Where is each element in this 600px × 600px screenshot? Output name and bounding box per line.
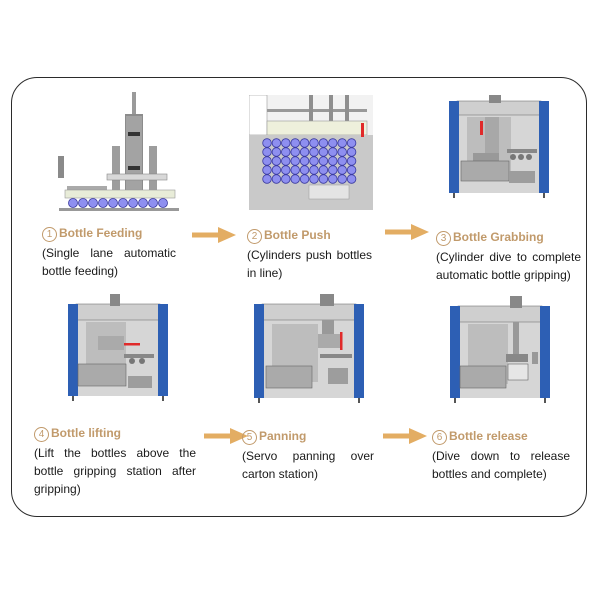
bottle-icon: [281, 165, 291, 175]
bottle-icon: [281, 174, 291, 184]
release-station-illustration: [450, 296, 550, 403]
bottle-icon: [337, 165, 347, 175]
bottle-icon: [271, 165, 282, 175]
bottle-icon: [309, 138, 319, 148]
bottle-icon: [328, 174, 338, 184]
step-description: (Servo panning over carton station): [242, 449, 374, 481]
bottle-icon: [290, 165, 300, 175]
bottle-icon: [309, 165, 319, 175]
bottle-icon: [262, 138, 272, 148]
bottle-icon: [262, 174, 272, 184]
bottle-icon: [346, 174, 357, 184]
step-number-badge: 4: [34, 427, 49, 442]
step-number-badge: 1: [42, 227, 57, 242]
bottle-icon: [290, 174, 300, 184]
bottle-icon: [337, 174, 347, 184]
bottle-icon: [309, 156, 319, 166]
bottle-icon: [290, 147, 300, 157]
bottle-icon: [337, 156, 347, 166]
single-lane-feeder-illustration: [58, 92, 179, 211]
bottle-icon: [328, 165, 338, 175]
step-description: (Cylinder dive to complete automatic bot…: [436, 250, 581, 282]
bottle-icon: [299, 165, 310, 175]
bottle-icon: [337, 147, 347, 157]
bottle-icon: [271, 174, 282, 184]
step-number-badge: 2: [247, 229, 262, 244]
bottle-icon: [262, 165, 272, 175]
bottle-icon: [346, 156, 357, 166]
panning-station-illustration: [254, 294, 364, 403]
bottle-icon: [309, 174, 319, 184]
bottle-icon: [299, 156, 310, 166]
bottle-icon: [271, 138, 282, 148]
arrow-right-icon: [383, 428, 427, 444]
step-number-badge: 3: [436, 231, 451, 246]
bottle-icon: [318, 138, 329, 148]
step-number-badge: 6: [432, 430, 447, 445]
bottle-icon: [262, 147, 272, 157]
step-description: (Dive down to release bottles and comple…: [432, 449, 570, 481]
bottle-icon: [346, 147, 357, 157]
step-description: (Single lane automatic bottle feeding): [42, 246, 176, 278]
bottle-icon: [290, 156, 300, 166]
step-description: (Lift the bottles above the bottle gripp…: [34, 446, 196, 496]
process-frame: [11, 77, 587, 517]
bottle-icon: [346, 165, 357, 175]
arrow-right-icon: [385, 224, 429, 240]
bottle-icon: [271, 156, 282, 166]
step-number-badge: 5: [242, 430, 257, 445]
bottle-icon: [328, 138, 338, 148]
bottle-icon: [262, 156, 272, 166]
bottle-icon: [281, 156, 291, 166]
lifting-station-illustration: [68, 294, 168, 401]
bottle-push-grid-illustration: [249, 95, 373, 210]
bottle-icon: [318, 147, 329, 157]
arrow-right-icon: [192, 227, 236, 243]
arrow-right-icon: [204, 428, 248, 444]
bottle-icon: [281, 147, 291, 157]
bottle-icon: [290, 138, 300, 148]
bottle-icon: [328, 156, 338, 166]
bottle-icon: [299, 147, 310, 157]
step-description: (Cylinders push bottles in line): [247, 248, 372, 280]
bottle-icon: [328, 147, 338, 157]
bottle-icon: [299, 138, 310, 148]
bottle-icon: [318, 156, 329, 166]
bottle-icon: [337, 138, 347, 148]
bottle-icon: [309, 147, 319, 157]
bottle-icon: [281, 138, 291, 148]
bottle-icon: [271, 147, 282, 157]
bottle-icon: [318, 174, 329, 184]
bottle-icon: [346, 138, 357, 148]
bottle-icon: [299, 174, 310, 184]
bottle-icon: [318, 165, 329, 175]
grabbing-station-illustration: [449, 95, 549, 198]
